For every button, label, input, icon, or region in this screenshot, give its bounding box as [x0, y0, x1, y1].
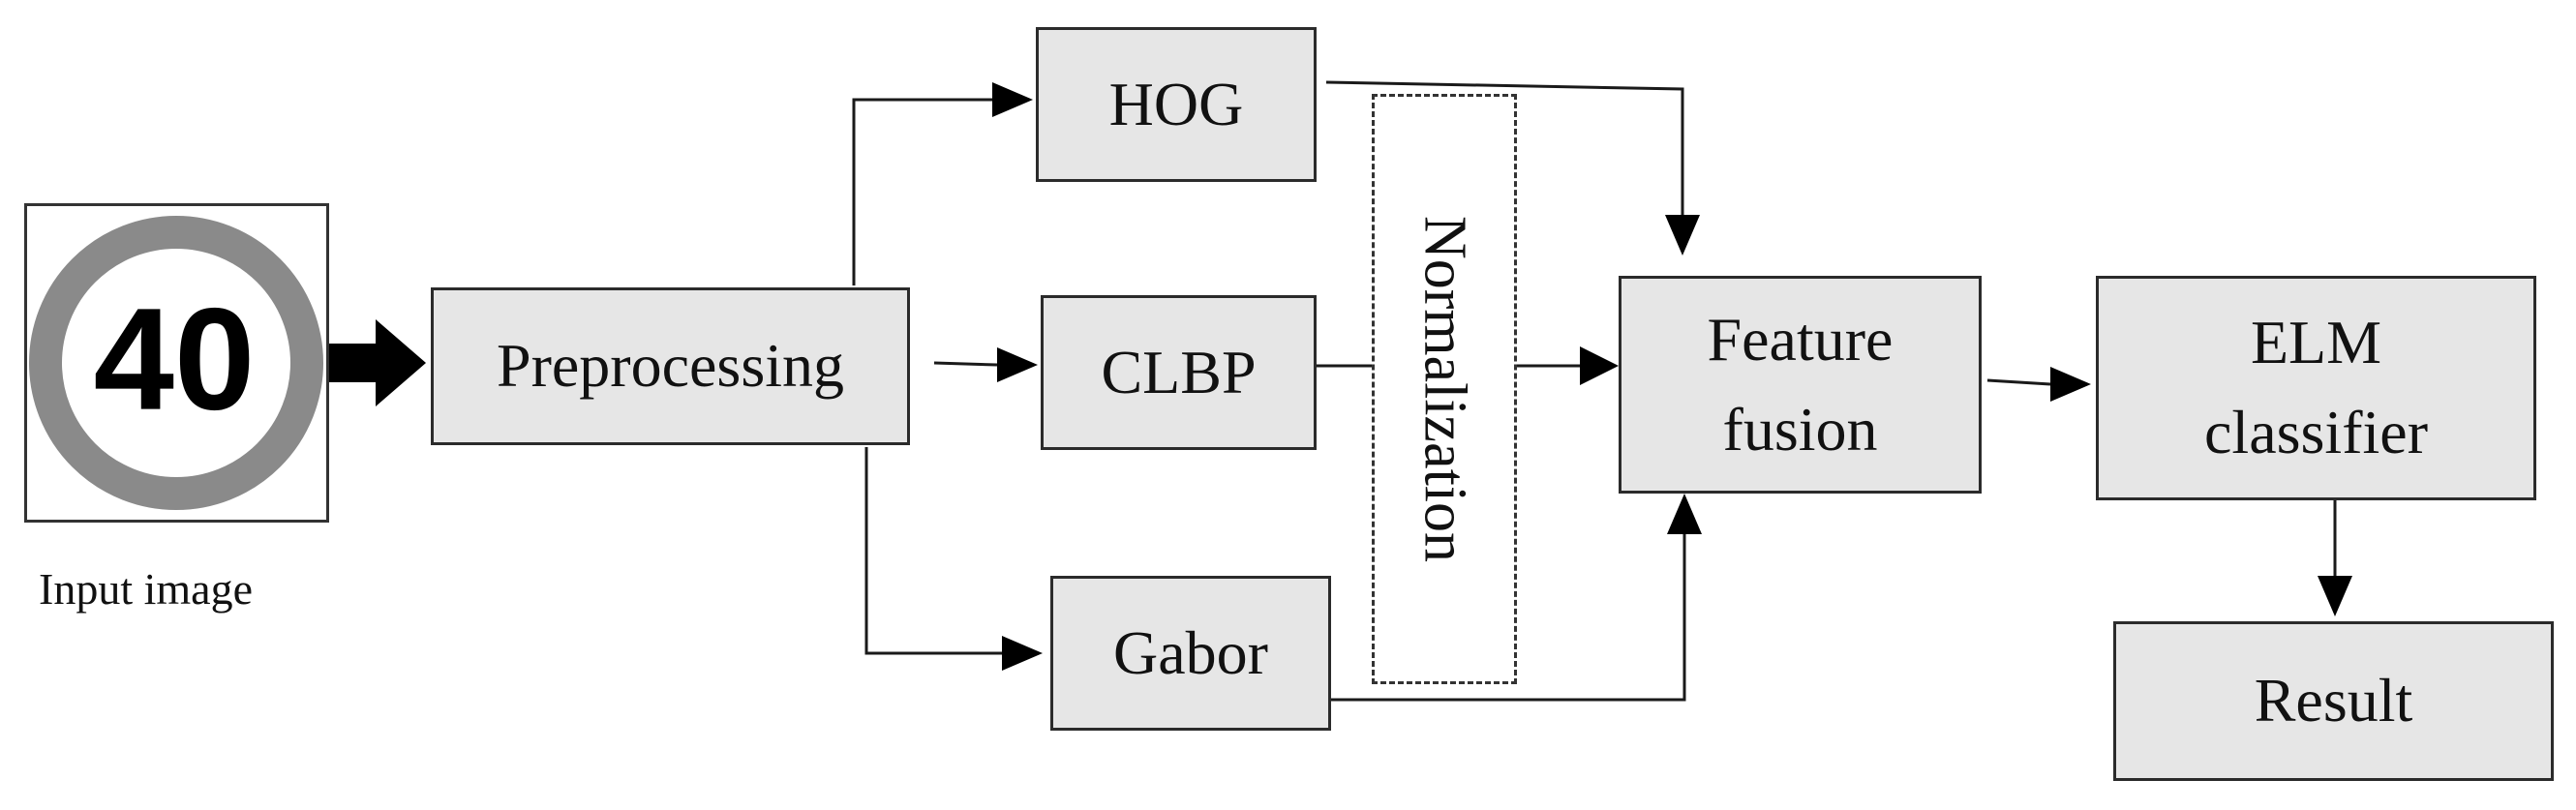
- elm-classifier-label-line2: classifier: [2204, 398, 2428, 466]
- gabor-box: Gabor: [1050, 576, 1331, 731]
- preprocessing-label: Preprocessing: [496, 331, 845, 401]
- speed-limit-sign-icon: 40: [29, 216, 323, 510]
- preprocessing-to-hog-arrow: [852, 82, 1033, 285]
- elm-to-result-arrow: [2318, 500, 2352, 616]
- preprocessing-to-gabor-arrow: [864, 447, 1043, 671]
- gabor-to-fusion-arrow: [1331, 494, 1702, 702]
- elm-classifier-label-line1: ELM: [2250, 308, 2382, 377]
- normalization-box: Normalization: [1372, 94, 1517, 684]
- clbp-box: CLBP: [1041, 295, 1317, 450]
- feature-fusion-label-line2: fusion: [1722, 394, 1878, 464]
- hog-box: HOG: [1036, 27, 1317, 182]
- result-label: Result: [2254, 666, 2413, 735]
- sign-ring: [29, 216, 323, 510]
- sign-number: 40: [94, 278, 256, 440]
- gabor-label: Gabor: [1113, 617, 1268, 687]
- elm-classifier-box: ELM classifier: [2096, 276, 2536, 500]
- preprocessing-box: Preprocessing: [431, 287, 910, 445]
- normalization-to-fusion-arrow: [1517, 346, 1619, 385]
- input-to-preprocessing-arrow: [329, 319, 426, 406]
- feature-fusion-box: Feature fusion: [1619, 276, 1982, 494]
- feature-fusion-label-line1: Feature: [1707, 304, 1894, 374]
- normalization-label: Normalization: [1411, 215, 1478, 563]
- result-box: Result: [2113, 621, 2554, 781]
- preprocessing-to-clbp-arrow: [933, 347, 1038, 382]
- fusion-to-elm-arrow: [1986, 367, 2091, 402]
- hog-to-fusion-arrow: [1325, 80, 1700, 255]
- hog-label: HOG: [1108, 69, 1244, 138]
- clbp-label: CLBP: [1101, 337, 1257, 406]
- input-image-caption: Input image: [39, 564, 253, 614]
- input-image-frame: 40: [24, 203, 329, 523]
